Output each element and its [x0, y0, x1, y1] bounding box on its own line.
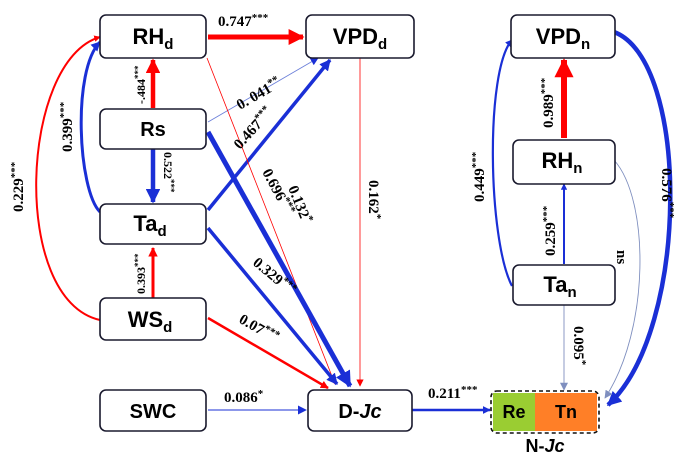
arrow-wsd-djc [207, 316, 329, 390]
svg-text:Re: Re [502, 402, 525, 422]
arrow-rs-djc [205, 130, 353, 388]
coef-rhn-njc: ns [613, 250, 629, 264]
svg-text:RHd: RHd [133, 24, 174, 53]
node-ta-n: Tan [512, 264, 616, 306]
coef-rs-rhd: -.484*** [133, 65, 148, 104]
coef-tad-djc: 0.329*** [249, 253, 299, 299]
coef-tan-vpdn: 0.449*** [470, 151, 488, 202]
svg-text:N-Jc: N-Jc [525, 436, 564, 456]
arrow-rhd-djc [206, 57, 336, 385]
arrow-tad-djc [206, 226, 339, 386]
coef-rhd-vpdd: 0.747*** [218, 12, 269, 30]
svg-text:VPDn: VPDn [536, 24, 590, 53]
node-tn [535, 393, 597, 431]
arrow-wsd-rhd [35, 35, 101, 321]
node-rh-d: RHd [99, 14, 207, 59]
node-vpd-n: VPDn [510, 14, 616, 59]
coef-tad-vpdd: 0.467*** [230, 103, 277, 153]
coef-wsd-tad: 0.393*** [133, 253, 148, 294]
coef-wsd-djc: 0.07*** [236, 310, 282, 347]
svg-text:Tad: Tad [133, 211, 166, 240]
svg-text:Rs: Rs [140, 119, 166, 141]
coef-tad-rhd: 0.399*** [58, 101, 76, 152]
arrow-tan-vpdn [491, 39, 513, 287]
node-ta-d: Tad [99, 203, 207, 245]
arrow-vpdn-njc [606, 29, 673, 407]
svg-text:Tan: Tan [543, 272, 576, 301]
arrow-rhn-njc [604, 159, 641, 399]
coef-tan-njc: 0.095* [570, 326, 588, 366]
node-vpd-d: VPDd [305, 14, 415, 59]
node-rs: Rs [99, 108, 207, 150]
svg-text:RHn: RHn [542, 148, 583, 177]
arrow-tad-vpdd [206, 58, 332, 212]
node-ws-d: WSd [99, 297, 207, 341]
coef-tan-rhn: 0.259*** [541, 205, 559, 256]
node-d-jc: D-Jc [307, 389, 413, 432]
coef-wsd-rhd: 0.229*** [9, 161, 27, 212]
coef-rs-tad: 0.522*** [161, 152, 176, 193]
svg-text:SWC: SWC [130, 401, 177, 423]
coef-rhn-vpdn: 0.989*** [539, 77, 557, 128]
coef-swc-djc: 0.086* [224, 388, 264, 406]
svg-text:Tn: Tn [555, 402, 577, 422]
arrow-rs-vpdd [207, 57, 319, 123]
coef-djc-njc: 0.211*** [428, 384, 478, 402]
node-rh-n: RHn [512, 139, 616, 185]
node-n-jc: Re Tn N-Jc [490, 390, 600, 456]
svg-text:VPDd: VPDd [333, 24, 387, 53]
svg-text:D-Jc: D-Jc [338, 401, 381, 423]
coef-vpdd-djc: 0.162* [365, 180, 383, 220]
svg-text:WSd: WSd [128, 307, 173, 336]
arrow-tad-rhd [79, 40, 102, 214]
coef-vpdn-njc: 0.576*** [658, 168, 676, 219]
node-re [493, 393, 535, 431]
node-swc: SWC [99, 389, 207, 432]
